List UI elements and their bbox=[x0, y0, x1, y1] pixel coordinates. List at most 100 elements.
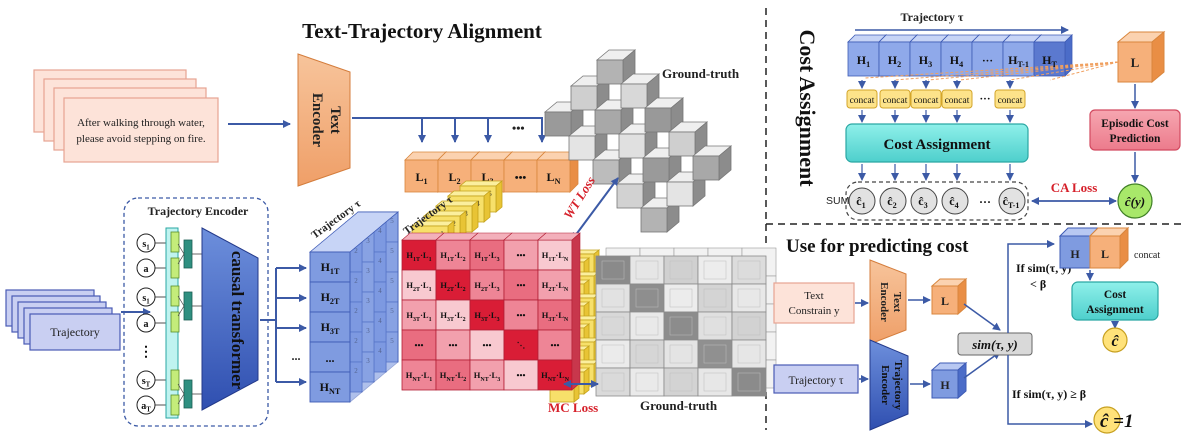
text-constrain-label-1: Text bbox=[804, 290, 823, 302]
encoder-fan-ellipsis: ••• bbox=[512, 121, 525, 135]
matrix-cell bbox=[537, 269, 573, 301]
matrix-cell bbox=[435, 299, 471, 331]
c-hat-label: ĉ3 bbox=[918, 194, 927, 210]
concat-chip bbox=[941, 89, 973, 109]
matrix-cell-label: ••• bbox=[517, 280, 526, 290]
ca-cost-box-label: Cost Assignment bbox=[883, 137, 990, 153]
concat-chip-label: concat bbox=[998, 96, 1023, 106]
matrix-cell bbox=[537, 329, 573, 361]
matrix-cell bbox=[537, 239, 573, 271]
episodic-cost-label-1: Episodic Cost bbox=[1101, 118, 1169, 130]
text-token-label: L2 bbox=[448, 170, 460, 186]
trajectory-input-box bbox=[773, 364, 859, 394]
text-token-label: LN bbox=[547, 170, 561, 186]
trajectory-input-label: Trajectory τ bbox=[789, 375, 844, 387]
matrix-cell-label: H3T·LN bbox=[542, 310, 569, 323]
ground-truth-cell bbox=[697, 311, 733, 341]
matrix-cell-label: H1T·LN bbox=[542, 250, 569, 263]
ground-truth-cell bbox=[731, 339, 767, 369]
ground-truth-cell bbox=[663, 255, 699, 285]
ca-h-token-label: HT bbox=[1042, 53, 1057, 69]
sequence-node-label: a bbox=[144, 319, 149, 330]
predict-c-hat-circle bbox=[1102, 327, 1128, 353]
c-hat-label: ĉT-1 bbox=[1003, 194, 1020, 210]
ca-sum-label: SUM bbox=[826, 195, 849, 207]
h-column-cell bbox=[309, 371, 351, 403]
predict-l-top-label: L bbox=[1101, 247, 1109, 261]
text-token-label: ••• bbox=[515, 172, 527, 184]
matrix-cell-label: H3T·L1 bbox=[406, 310, 431, 323]
ca-h-token-cube bbox=[1033, 34, 1073, 77]
token-embedding bbox=[183, 379, 193, 409]
ground-truth-cell bbox=[697, 255, 733, 285]
mc-loss-label: MC Loss bbox=[548, 400, 598, 415]
ground-truth-cell bbox=[663, 367, 699, 397]
matrix-cell bbox=[401, 239, 437, 271]
predict-c-eq-label: ĉ =1 bbox=[1100, 411, 1134, 432]
c-y-circle bbox=[1117, 183, 1153, 219]
matrix-cell bbox=[537, 299, 573, 331]
predict-trajectory-encoder: Trajectory Encoder bbox=[869, 339, 909, 431]
c-hat-label: ĉ1 bbox=[856, 194, 865, 210]
ground-truth-cell bbox=[663, 339, 699, 369]
h-column-label: H1T bbox=[321, 260, 340, 276]
matrix-cell-label: H3T·L3 bbox=[474, 310, 499, 323]
concat-chip-label: concat bbox=[883, 96, 908, 106]
ground-truth-cell bbox=[629, 339, 665, 369]
predict-c-hat-label: ĉ bbox=[1111, 333, 1119, 350]
c-hat-node bbox=[879, 187, 907, 215]
c-hat-label: ĉ4 bbox=[949, 194, 958, 210]
ca-l-token-label: L bbox=[1131, 55, 1140, 70]
predict-l-cube: L bbox=[930, 277, 968, 316]
predict-cost-label-2: Assignment bbox=[1086, 304, 1144, 316]
sequence-node-label: aT bbox=[141, 401, 151, 414]
h-column-cell bbox=[309, 311, 351, 343]
c-hat-node bbox=[910, 187, 938, 215]
ground-truth-cell bbox=[629, 283, 665, 313]
predict-concat-label: concat bbox=[1134, 250, 1160, 261]
c-hat-ellipsis: ··· bbox=[979, 195, 991, 209]
matrix-cell-label: ••• bbox=[449, 340, 458, 350]
ca-h-token-label: HT-1 bbox=[1008, 53, 1029, 69]
ground-truth-cell bbox=[697, 339, 733, 369]
causal-transformer-block: causal transformer bbox=[201, 227, 259, 411]
predict-l-label: L bbox=[941, 294, 949, 308]
ground-truth-cube bbox=[667, 121, 709, 157]
h-column-label: HNT bbox=[320, 380, 341, 396]
predict-title: Use for predicting cost bbox=[786, 236, 969, 257]
h-column-label: ... bbox=[326, 351, 335, 365]
h-column-cell bbox=[309, 341, 351, 373]
matrix-cell bbox=[469, 269, 505, 301]
text-token-row: L1L2L3•••LN bbox=[404, 151, 579, 193]
matrix-cell-label: HNT·L3 bbox=[474, 370, 500, 383]
matrix-cell bbox=[469, 299, 505, 331]
cond-lt-line-1: If sim(τ, y) bbox=[1016, 261, 1071, 275]
h-column-label: H2T bbox=[321, 290, 340, 306]
matrix-cell-label: H2T·L1 bbox=[406, 280, 431, 293]
ca-h-token-label: ··· bbox=[982, 55, 993, 67]
sequence-node-label: a bbox=[144, 264, 149, 275]
matrix-cell-label: ••• bbox=[483, 340, 492, 350]
text-token-label: L1 bbox=[415, 170, 427, 186]
h-column-cell bbox=[309, 251, 351, 283]
concat-chip bbox=[846, 89, 878, 109]
predict-text-encoder: Text Encoder bbox=[869, 259, 907, 345]
matrix-cell-label: H2T·L3 bbox=[474, 280, 499, 293]
ground-truth-cell bbox=[629, 367, 665, 397]
ground-truth-cell bbox=[731, 367, 767, 397]
sequence-node-label: s1 bbox=[142, 239, 150, 252]
matrix-cell-label: H1T·L1 bbox=[406, 250, 431, 263]
text-encoder-label-1: Text bbox=[327, 106, 343, 134]
matrix-cell bbox=[401, 359, 437, 391]
predict-cost-box bbox=[1071, 281, 1159, 321]
ca-h-token-label: H3 bbox=[919, 53, 932, 69]
ca-sum-frame bbox=[845, 181, 1029, 221]
h-column-cell bbox=[309, 281, 351, 313]
left-title: Text-Trajectory Alignment bbox=[302, 19, 542, 43]
episodic-cost-box bbox=[1089, 109, 1181, 151]
c-hat-node bbox=[998, 187, 1026, 215]
predict-cost-label-1: Cost bbox=[1104, 289, 1127, 301]
token-embedding bbox=[183, 291, 193, 321]
